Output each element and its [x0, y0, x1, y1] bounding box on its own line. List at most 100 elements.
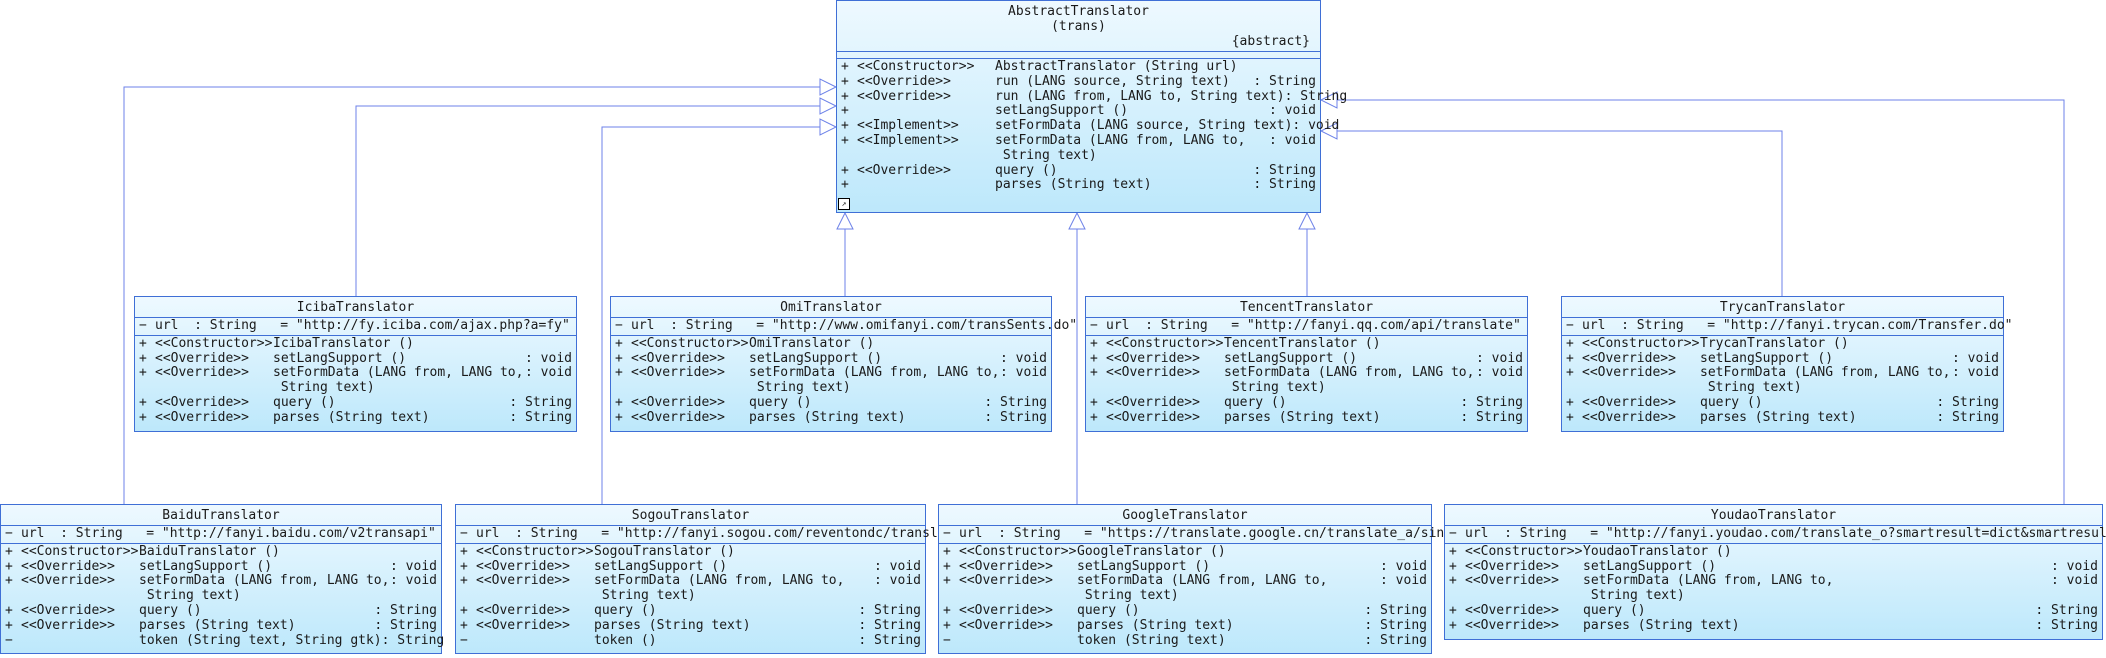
- iciba-translator-class[interactable]: IcibaTranslator−url : String = "http://f…: [134, 296, 577, 432]
- visibility-marker: +: [1449, 617, 1457, 633]
- operation-row: +<<Implement>>setFormData (LANG from, LA…: [841, 132, 1316, 149]
- member-signature: parses (String text): [594, 617, 751, 633]
- member-signature: String text): [1700, 380, 1802, 396]
- visibility-marker: [943, 589, 959, 604]
- visibility-marker: +: [615, 350, 623, 366]
- stereotype-label: [21, 589, 139, 604]
- stereotype-label: <<Override>>: [1465, 558, 1559, 574]
- stereotype-label: <<Constructor>>: [1465, 543, 1583, 559]
- stereotype-label: [959, 589, 1077, 604]
- return-type: : String: [381, 632, 445, 648]
- tencent-translator-class[interactable]: TencentTranslator−url : String = "http:/…: [1085, 296, 1528, 432]
- attribute-row: −url : String = "http://fy.iciba.com/aja…: [139, 318, 572, 334]
- return-type: : void: [1476, 365, 1523, 381]
- sogou-translator-class[interactable]: SogouTranslator−url : String = "http://f…: [455, 504, 969, 654]
- operation-row: +<<Override>>setLangSupport (): void: [615, 350, 1047, 367]
- operation-row: +<<Override>>query (): String: [841, 162, 1316, 179]
- visibility-marker: +: [1090, 335, 1098, 351]
- stereotype-label: <<Constructor>>: [476, 543, 594, 559]
- attributes-compartment: −url : String = "http://fanyi.sogou.com/…: [456, 526, 969, 544]
- member-signature: String text): [749, 380, 851, 396]
- attribute-row: −url : String = "http://fanyi.trycan.com…: [1566, 318, 2012, 334]
- inheritance-arrowhead: [819, 97, 838, 115]
- attribute-row: −url : String = "https://translate.googl…: [943, 526, 1476, 542]
- return-type: : String: [984, 394, 1047, 410]
- operation-row: +<<Override>>setFormData (LANG from, LAN…: [139, 366, 572, 381]
- return-type: : String: [509, 409, 572, 425]
- return-type: : void: [1380, 573, 1427, 589]
- operations-compartment: +<<Constructor>>GoogleTranslator ()+<<Ov…: [939, 544, 1431, 651]
- operation-row: +<<Constructor>>AbstractTranslator (Stri…: [841, 59, 1316, 75]
- return-type: : String: [374, 617, 437, 633]
- stereotype-label: <<Override>>: [857, 73, 951, 89]
- abstract-translator-class[interactable]: AbstractTranslator (trans) {abstract} +<…: [836, 0, 1347, 213]
- visibility-marker: +: [943, 558, 951, 574]
- operation-row: +<<Override>>query (): String: [139, 395, 572, 411]
- stereotype-label: <<Override>>: [1582, 409, 1676, 425]
- stereotype-label: <<Override>>: [1582, 350, 1676, 366]
- member-signature: parses (String text): [995, 177, 1152, 193]
- class-name: OmiTranslator: [611, 297, 1051, 318]
- stereotype-label: [1465, 589, 1583, 604]
- operation-row: +<<Override>>setLangSupport (): void: [460, 559, 921, 575]
- member-signature: query (): [1583, 602, 1646, 618]
- url-attribute: url : String = "https://translate.google…: [959, 526, 1476, 541]
- return-type: : void: [2051, 558, 2098, 574]
- operation-row: +<<Constructor>>SogouTranslator (): [460, 543, 921, 560]
- class-name: GoogleTranslator: [939, 505, 1431, 526]
- visibility-marker: [5, 589, 21, 604]
- operation-row: +<<Override>>setFormData (LANG from, LAN…: [615, 366, 1047, 381]
- omi-translator-class[interactable]: OmiTranslator−url : String = "http://www…: [610, 296, 1077, 432]
- youdao-translator-class[interactable]: YoudaoTranslator−url : String = "http://…: [1444, 504, 2106, 640]
- operation-row: +<<Override>>setFormData (LANG from, LAN…: [1449, 574, 2098, 589]
- stereotype-label: [857, 104, 995, 119]
- class-header: AbstractTranslator (trans) {abstract}: [837, 1, 1320, 51]
- inheritance-arrowhead: [1068, 211, 1086, 230]
- member-signature: setLangSupport (): [273, 350, 407, 366]
- operation-row: String text): [1090, 380, 1523, 396]
- visibility-marker: +: [615, 409, 623, 425]
- member-signature: query (): [749, 394, 812, 410]
- attributes-compartment: −url : String = "https://translate.googl…: [939, 526, 1476, 544]
- operation-row: +<<Override>>query (): String: [460, 603, 921, 619]
- operation-row: +<<Override>>parses (String text): Strin…: [1566, 409, 1999, 426]
- operation-row: +<<Override>>query (): String: [1566, 395, 1999, 411]
- class-name: TencentTranslator: [1086, 297, 1527, 318]
- inheritance-arrowhead: [819, 78, 838, 96]
- member-signature: String text): [1583, 588, 1685, 604]
- member-signature: BaiduTranslator (): [139, 543, 280, 559]
- visibility-marker: −: [943, 632, 951, 648]
- url-attribute: url : String = "http://www.omifanyi.com/…: [631, 318, 1078, 333]
- operation-row: +<<Implement>>setFormData (LANG source, …: [841, 118, 1339, 134]
- return-type: : String: [1253, 73, 1316, 89]
- return-type: : void: [1952, 350, 1999, 366]
- baidu-translator-class[interactable]: BaiduTranslator−url : String = "http://f…: [0, 504, 445, 654]
- return-type: : String: [1253, 162, 1316, 178]
- trycan-translator-class[interactable]: TrycanTranslator−url : String = "http://…: [1561, 296, 2012, 432]
- attribute-row: −url : String = "http://www.omifanyi.com…: [615, 318, 1077, 334]
- operation-row: +<<Override>>query (): String: [1449, 602, 2098, 619]
- visibility-marker: +: [841, 132, 849, 148]
- return-type: : void: [390, 558, 437, 574]
- youdao-inheritance-line: [1337, 99, 2065, 504]
- member-signature: query (): [1077, 602, 1140, 618]
- class-name: AbstractTranslator: [1008, 4, 1149, 19]
- visibility-marker: +: [841, 88, 849, 104]
- stereotype-label: [21, 634, 139, 649]
- google-translator-class[interactable]: GoogleTranslator−url : String = "https:/…: [938, 504, 1476, 654]
- stereotype-label: <<Override>>: [959, 573, 1053, 589]
- return-type: : void: [1000, 350, 1047, 366]
- stereotype-label: <<Constructor>>: [1582, 335, 1700, 351]
- operation-row: +<<Override>>setFormData (LANG from, LAN…: [5, 574, 437, 589]
- operation-row: −token (String text): String: [943, 632, 1427, 649]
- attribute-row: −url : String = "http://fanyi.sogou.com/…: [460, 526, 969, 542]
- visibility-marker: +: [1090, 394, 1098, 410]
- operation-row: +<<Constructor>>TrycanTranslator (): [1566, 335, 1999, 352]
- attributes-compartment: [837, 51, 1320, 59]
- member-signature: IcibaTranslator (): [273, 335, 414, 351]
- member-signature: setFormData (LANG source, String text): [995, 118, 1293, 134]
- visibility-marker: −: [615, 318, 623, 333]
- member-signature: token (): [594, 632, 657, 648]
- attribute-row: −url : String = "http://fanyi.baidu.com/…: [5, 526, 437, 542]
- inheritance-arrowhead: [1319, 91, 1338, 109]
